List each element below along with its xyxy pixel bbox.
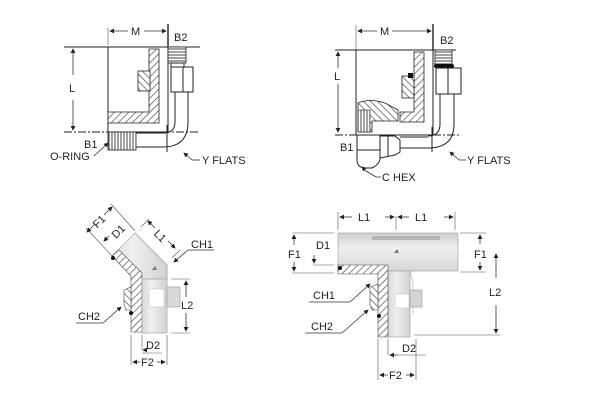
dim-l2-label: L2	[489, 287, 501, 299]
dim-l1-label: L1	[151, 228, 168, 245]
dim-f1-right-label: F1	[474, 249, 487, 261]
dim-d1-label: D1	[316, 240, 330, 252]
dim-b2-label: B2	[440, 35, 453, 47]
dim-m-label: M	[380, 26, 389, 38]
dim-b2-label: B2	[174, 32, 187, 44]
dim-f2-label: F2	[389, 370, 402, 382]
dim-m-label: M	[131, 26, 140, 38]
dim-ch2-label: CH2	[311, 321, 333, 333]
dim-l1-right-label: L1	[415, 212, 427, 224]
elbow-45-view: F1 D1 L1 CH1 L2 CH2 D2 F2	[76, 203, 214, 369]
dim-f1-label: F1	[91, 213, 109, 231]
dim-d1-label: D1	[110, 223, 128, 241]
chex-label: C HEX	[382, 172, 416, 184]
elbow-90-oring-view: M B2 L B1 O-RING Y FLATS	[50, 24, 246, 167]
elbow-90-swivel-view: M B2 L B1 C HEX	[334, 24, 511, 184]
dim-ch1-label: CH1	[191, 239, 213, 251]
branch-tee-view: L1 L1 F1 D1 F1 L2 CH1 CH2	[288, 212, 501, 382]
dim-d2-label: D2	[146, 340, 160, 352]
dim-f1-left-label: F1	[288, 249, 301, 261]
dim-l-label: L	[69, 83, 75, 95]
dim-ch1-label: CH1	[313, 290, 335, 302]
dim-l2-label: L2	[181, 300, 193, 312]
dim-l1-left-label: L1	[358, 212, 370, 224]
dim-ch2-label: CH2	[78, 311, 100, 323]
yflats-label: Y FLATS	[202, 155, 246, 167]
oring-label: O-RING	[50, 151, 90, 163]
dim-b1-label: B1	[340, 142, 353, 154]
yflats-label: Y FLATS	[467, 155, 511, 167]
dim-d2-label: D2	[402, 343, 416, 355]
dim-f2-label: F2	[141, 357, 154, 369]
dim-l-label: L	[334, 71, 340, 83]
dim-b1-label: B1	[84, 139, 97, 151]
